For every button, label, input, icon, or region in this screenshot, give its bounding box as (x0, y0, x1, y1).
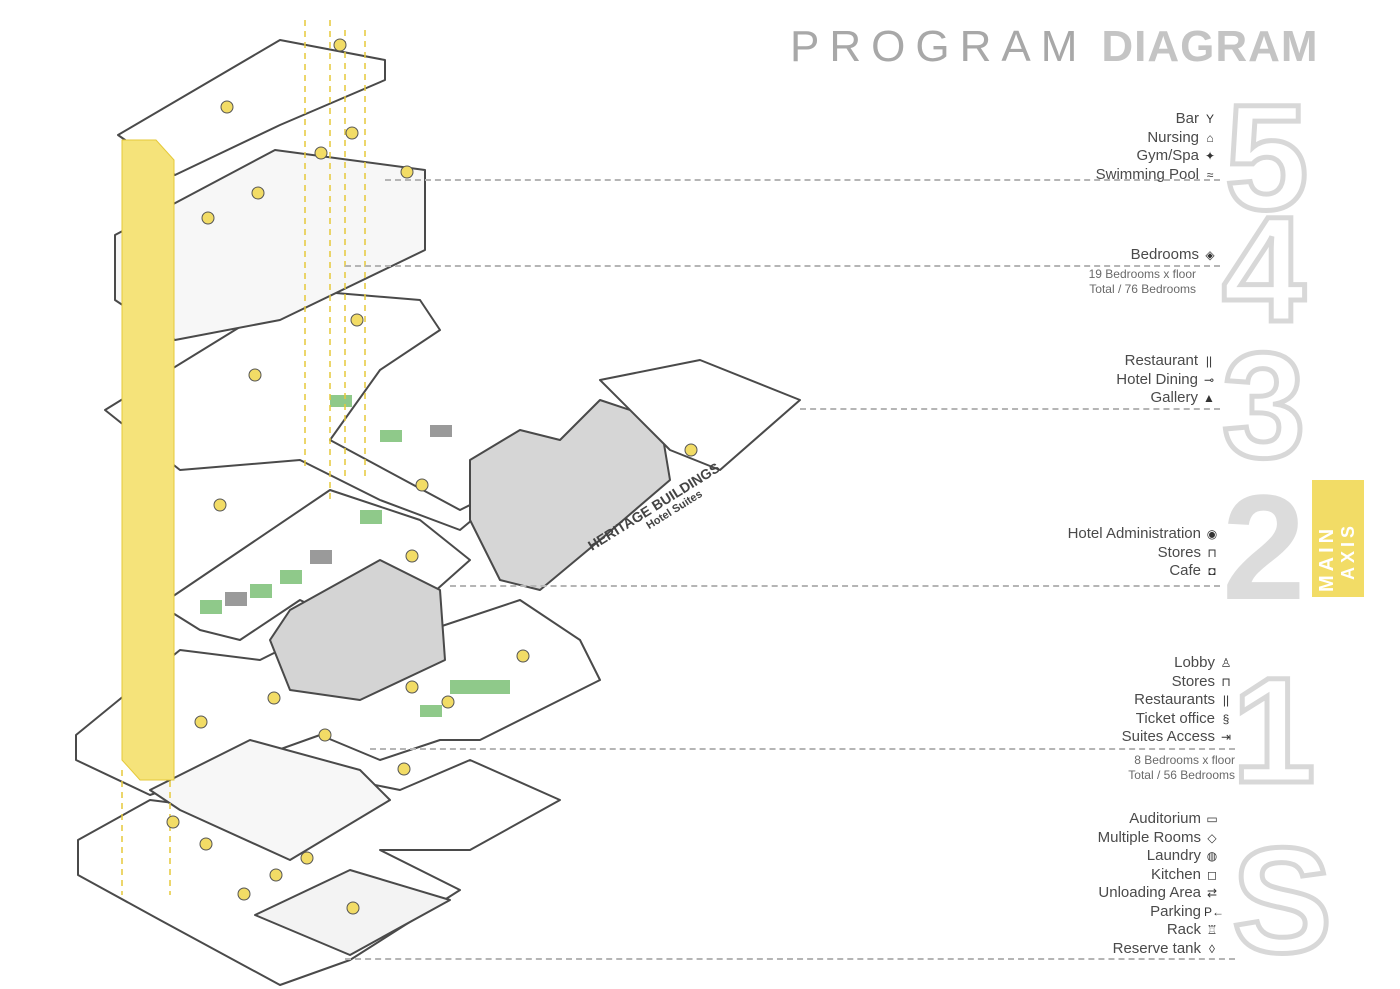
laundry-icon: ◍ (1206, 849, 1218, 863)
restaurant-icon: || (1205, 354, 1213, 368)
bed-icon: ◈ (1205, 248, 1215, 262)
gallery-icon: ▲ (1203, 391, 1215, 405)
level-number-4: 4 (1219, 185, 1307, 353)
level4-note-line1: 19 Bedrooms x floor (1088, 267, 1196, 281)
level-number-3: 3 (1219, 321, 1307, 489)
lobby-icon: ♙ (1220, 656, 1232, 670)
legend-item-swimming-pool: Swimming Pool≈ (1096, 166, 1218, 185)
kitchen-icon: ◻ (1207, 867, 1217, 882)
legend-item-bedrooms: Bedrooms◈ (1131, 246, 1218, 265)
axis-label-axis: AXIS (1338, 521, 1358, 580)
admin-icon: ◉ (1206, 527, 1218, 541)
tank-icon: ◊ (1209, 941, 1215, 956)
page-title: PROGRAM DIAGRAM (790, 22, 1319, 72)
level3-floor-plate (104, 289, 521, 531)
legend-item-lobby: Lobby♙ (1122, 654, 1234, 673)
title-light: PROGRAM (790, 22, 1088, 71)
pool-icon: ≈ (1206, 167, 1214, 182)
level1-note-line2: Total / 56 Bedrooms (1128, 768, 1235, 782)
level4-leader-line (345, 265, 1220, 267)
heritage-courtyard (599, 359, 801, 471)
level4-legend: Bedrooms◈ (1131, 246, 1218, 265)
main-axis-tag: MAIN AXIS (1312, 480, 1364, 597)
nursing-icon: ⌂ (1206, 130, 1214, 145)
basement-leader-line (345, 958, 1235, 960)
legend-item-nursing: Nursing⌂ (1096, 129, 1218, 148)
legend-item-unloading-area: Unloading Area⇄ (1098, 884, 1220, 903)
legend-item-restaurants: Restaurants|| (1122, 691, 1234, 710)
gym-icon: ✦ (1204, 149, 1216, 163)
level-number-2: 2 (1222, 463, 1306, 631)
rack-icon: ♖ (1206, 923, 1218, 937)
heritage-buildings (469, 399, 671, 591)
level5-floor-plate (117, 39, 386, 176)
level1-leader-line (370, 748, 1235, 750)
level2-leader-line (450, 585, 1220, 587)
restaurant-icon: || (1222, 693, 1230, 707)
legend-item-multiple-rooms: Multiple Rooms◇ (1098, 829, 1220, 848)
legend-item-cafe: Cafe◘ (1068, 562, 1220, 581)
legend-item-rack: Rack♖ (1098, 921, 1220, 940)
level-number-s: S (1229, 816, 1334, 984)
legend-item-stores-l2: Stores⊓ (1068, 544, 1220, 563)
floor-panels (200, 395, 510, 717)
legend-item-hotel-dining: Hotel Dining⊸ (1116, 371, 1217, 390)
cart-icon: ⊓ (1221, 674, 1231, 689)
level5-leader-line (385, 179, 1220, 181)
basement-legend: Auditorium▭ Multiple Rooms◇ Laundry◍ Kit… (1098, 810, 1225, 959)
level4-note-line2: Total / 76 Bedrooms (1089, 282, 1196, 296)
dining-icon: ⊸ (1203, 372, 1215, 387)
legend-item-gym-spa: Gym/Spa✦ (1096, 147, 1218, 166)
level3-legend: Restaurant|| Hotel Dining⊸ Gallery▲ (1116, 352, 1217, 408)
rooms-icon: ◇ (1207, 830, 1217, 845)
annex-gray-block (269, 559, 446, 701)
level1-note-line1: 8 Bedrooms x floor (1134, 753, 1235, 767)
legend-item-hotel-administration: Hotel Administration◉ (1068, 525, 1220, 544)
auditorium-icon: ▭ (1206, 812, 1218, 826)
legend-item-suites-access: Suites Access⇥ (1122, 728, 1234, 747)
parking-icon: P← (1204, 904, 1225, 919)
axis-label-main: MAIN (1316, 524, 1338, 592)
legend-item-auditorium: Auditorium▭ (1098, 810, 1220, 829)
level1-note: 8 Bedrooms x floor Total / 56 Bedrooms (1128, 753, 1235, 783)
legend-item-reserve-tank: Reserve tank◊ (1098, 940, 1220, 959)
level2-legend: Hotel Administration◉ Stores⊓ Cafe◘ (1068, 525, 1220, 581)
legend-item-restaurant: Restaurant|| (1116, 352, 1217, 371)
vertical-axis-lines (121, 20, 366, 895)
level1-block (149, 739, 391, 861)
legend-item-gallery: Gallery▲ (1116, 389, 1217, 408)
bar-icon: Y (1205, 112, 1214, 126)
cup-icon: ◘ (1208, 564, 1216, 578)
unloading-icon: ⇄ (1206, 886, 1218, 900)
level-number-1: 1 (1229, 646, 1317, 814)
legend-item-kitchen: Kitchen◻ (1098, 866, 1220, 885)
level1-legend: Lobby♙ Stores⊓ Restaurants|| Ticket offi… (1122, 654, 1234, 747)
cart-icon: ⊓ (1207, 545, 1217, 560)
program-markers (166, 38, 698, 915)
level4-note: 19 Bedrooms x floor Total / 76 Bedrooms (1089, 267, 1196, 297)
title-bold: DIAGRAM (1101, 22, 1319, 71)
legend-item-laundry: Laundry◍ (1098, 847, 1220, 866)
access-icon: ⇥ (1220, 730, 1232, 744)
legend-item-stores-l1: Stores⊓ (1122, 673, 1234, 692)
level3-leader-line (800, 408, 1220, 410)
main-core-tower (121, 139, 175, 781)
ticket-icon: § (1222, 711, 1230, 726)
legend-item-ticket-office: Ticket office§ (1122, 710, 1234, 729)
level-number-5: 5 (1222, 73, 1310, 241)
